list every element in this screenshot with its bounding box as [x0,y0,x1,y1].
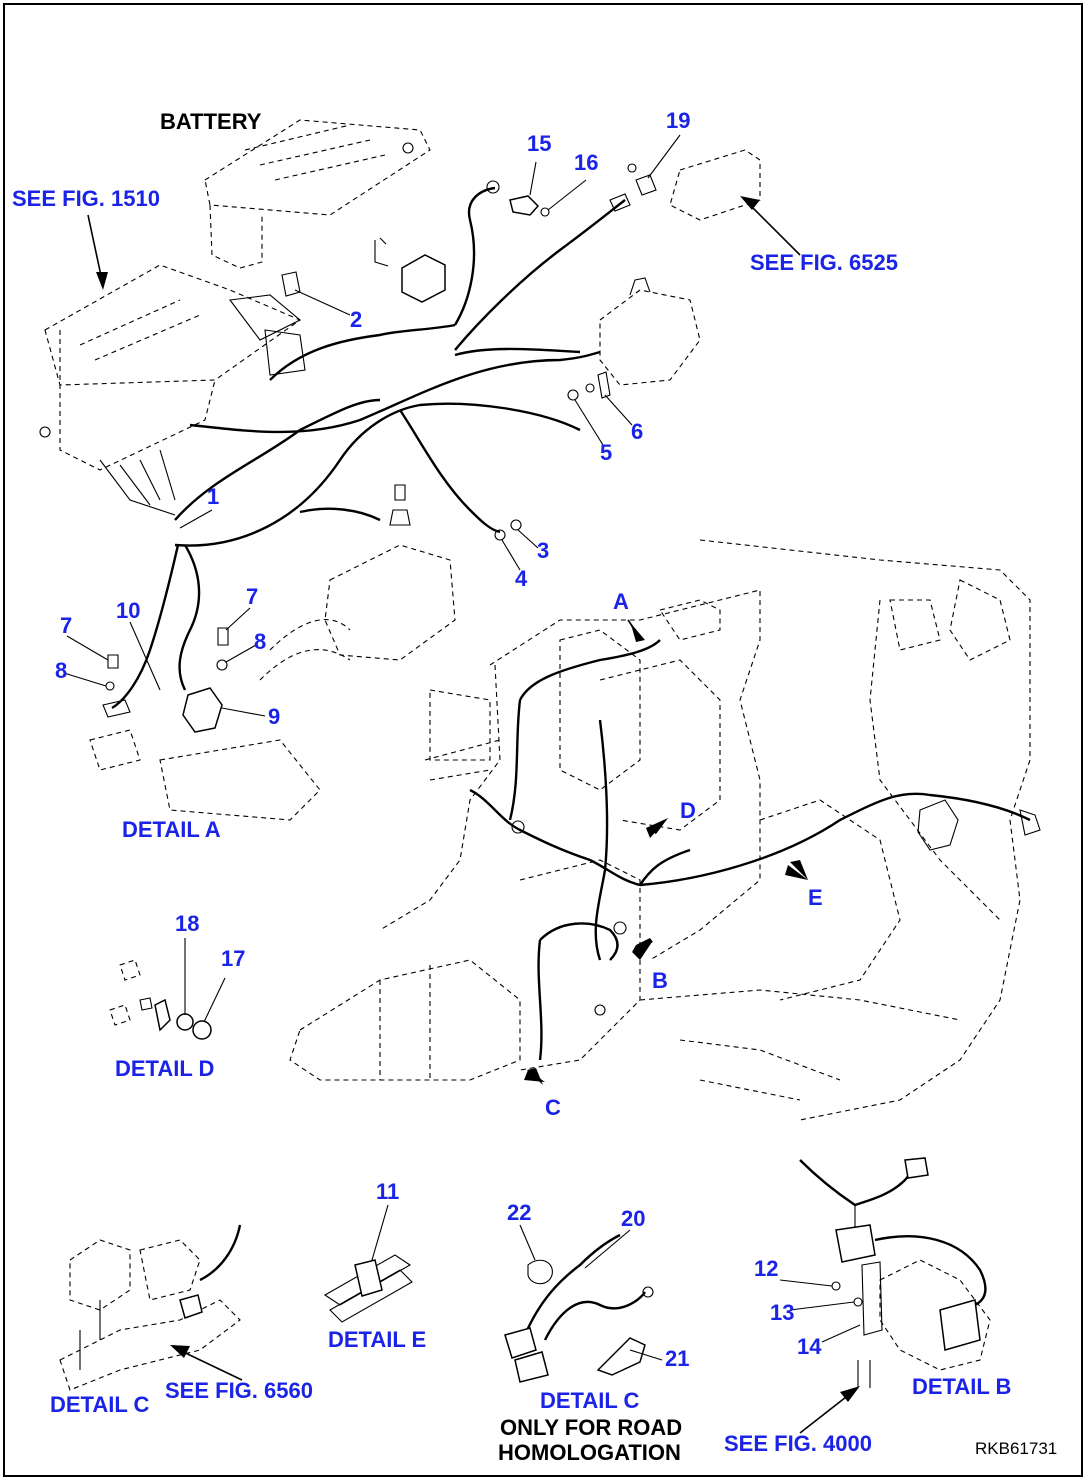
view-arrow-b [632,938,653,960]
callout-14[interactable]: 14 [797,1334,822,1359]
callout-7-right[interactable]: 7 [246,584,259,609]
detail-d-drawing [109,959,212,1040]
callout-19[interactable]: 19 [666,108,691,133]
fuse-box-drawing [39,264,306,516]
detail-e-label: DETAIL E [328,1327,427,1352]
callout-10[interactable]: 10 [116,598,141,623]
callout-13[interactable]: 13 [770,1300,795,1325]
detail-c-left-drawing [59,1224,242,1391]
see-fig-1510-link[interactable]: SEE FIG. 1510 [12,186,160,211]
detail-c-right-label: DETAIL C [540,1388,640,1413]
callout-17[interactable]: 17 [221,946,246,971]
detail-a-label: DETAIL A [122,817,221,842]
view-letter-c: C [545,1095,561,1120]
callout-16[interactable]: 16 [574,150,599,175]
detail-c-right-drawing [504,1233,654,1383]
callout-7-left[interactable]: 7 [60,613,73,638]
detail-c-left-label: DETAIL C [50,1392,150,1417]
callout-8-left[interactable]: 8 [55,658,68,683]
view-letter-d: D [680,798,696,823]
view-arrow-d [646,818,668,838]
callout-3[interactable]: 3 [537,538,550,563]
view-letter-a: A [613,589,629,614]
detail-a-drawing [89,627,321,821]
main-harness-wires [111,186,626,710]
detail-e-drawing [323,1254,413,1323]
callout-1[interactable]: 1 [207,484,220,509]
callout-6[interactable]: 6 [631,419,644,444]
view-arrow-c [524,1068,545,1085]
engine-harness-wires [469,639,1041,1061]
detail-b-label: DETAIL B [912,1374,1012,1399]
sensor-15-16-drawing [486,180,550,217]
callout-12[interactable]: 12 [754,1256,779,1281]
starter-motor-mid-drawing [259,484,522,681]
view-arrow-e [785,860,808,880]
callout-4[interactable]: 4 [515,566,528,591]
relay-drawing [281,237,446,303]
see-fig-4000-link[interactable]: SEE FIG. 4000 [724,1431,872,1456]
callout-21[interactable]: 21 [665,1346,690,1371]
callout-11[interactable]: 11 [376,1179,400,1204]
leader-lines [63,134,861,1434]
callout-8-right[interactable]: 8 [254,629,267,654]
battery-label: BATTERY [160,109,262,134]
callout-22[interactable]: 22 [507,1200,532,1225]
detail-b-drawing [799,1157,991,1388]
battery-drawing [204,119,431,269]
drawing-frame [3,3,1083,1477]
see-fig-6560-link[interactable]: SEE FIG. 6560 [165,1378,313,1403]
callout-18[interactable]: 18 [175,911,200,936]
engine-assembly-drawing [289,539,1031,1121]
view-letter-e: E [808,885,823,910]
callout-5[interactable]: 5 [600,440,613,465]
callout-20[interactable]: 20 [621,1206,646,1231]
alternator-drawing [567,277,701,401]
see-fig-6525-link[interactable]: SEE FIG. 6525 [750,250,898,275]
homologation-note: HOMOLOGATION [498,1440,681,1465]
callout-2[interactable]: 2 [350,307,363,332]
detail-d-label: DETAIL D [115,1056,215,1081]
drawing-code: RKB61731 [975,1439,1058,1458]
view-letter-b: B [652,968,668,993]
only-for-road-note: ONLY FOR ROAD [500,1415,683,1440]
starter-motor-top-drawing [609,149,761,221]
callout-9[interactable]: 9 [268,704,281,729]
callout-15[interactable]: 15 [527,131,552,156]
view-arrow-a [627,619,645,642]
